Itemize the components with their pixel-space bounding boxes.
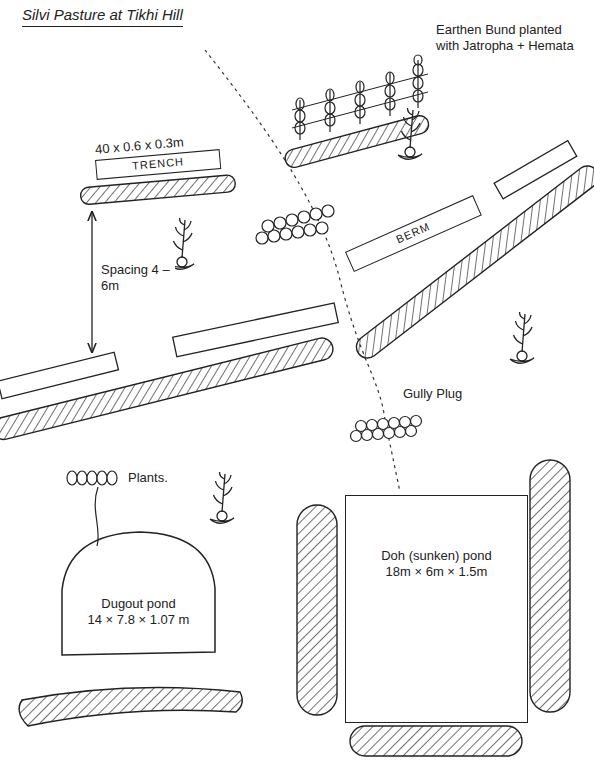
pond-bund [19, 688, 242, 727]
plant-symbol [510, 312, 534, 363]
berm-box: BERM [345, 195, 482, 272]
trench-box: 40 x 0.6 x 0.3mTRENCH [95, 149, 221, 180]
pond-bund [350, 726, 522, 756]
trench [494, 141, 577, 199]
gully-plug [351, 416, 422, 442]
pond-bund [530, 460, 570, 712]
note-label: Earthen Bund planted with Jatropha + Hem… [434, 22, 588, 53]
pond-box: Dugout pond14 × 7.8 × 1.07 m [62, 588, 215, 652]
earthen-bund [283, 55, 431, 169]
shape-label: 18m × 6m × 1.5m [386, 564, 488, 580]
spacing-arrow [91, 212, 92, 352]
pond-box: Doh (sunken) pond18m × 6m × 1.5m [345, 495, 528, 723]
shape-label: Dugout pond [101, 596, 175, 612]
dugout-outline [62, 532, 215, 655]
plant-symbol [398, 108, 422, 159]
shape-label: TRENCH [132, 156, 185, 174]
pond-bund [297, 505, 337, 715]
stone-row [256, 205, 334, 244]
dimension-label: Spacing 4 – 6m [99, 262, 175, 293]
dimension-label: 40 x 0.6 x 0.3m [94, 135, 184, 158]
contour-bund [0, 336, 335, 442]
drainage-line [205, 50, 400, 492]
trench [173, 303, 339, 357]
plant-row [67, 471, 117, 485]
contour-bund [352, 162, 594, 363]
leader-line [95, 487, 98, 546]
shape-label: BERM [394, 220, 432, 247]
part-label: Gully Plug [401, 386, 464, 402]
shape-label: 14 × 7.8 × 1.07 m [88, 612, 190, 628]
part-label: Plants. [126, 470, 170, 486]
plant-symbol [210, 472, 234, 523]
shape-label: Doh (sunken) pond [381, 548, 492, 564]
trench [0, 352, 118, 398]
title: Silvi Pasture at Tikhi Hill [22, 6, 183, 27]
